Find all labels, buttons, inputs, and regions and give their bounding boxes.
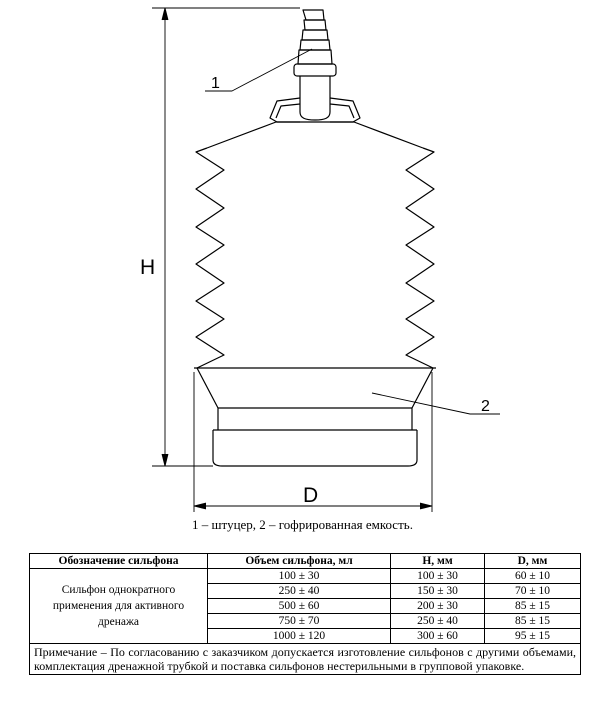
callout-2: 2 [481, 398, 490, 415]
cell-volume: 250 ± 40 [207, 583, 391, 599]
cell-h: 300 ± 60 [390, 628, 485, 644]
spec-table: Обозначение сильфона Объем сильфона, мл … [29, 553, 581, 675]
cell-volume: 750 ± 70 [207, 613, 391, 629]
cell-d: 60 ± 10 [484, 568, 581, 584]
cell-volume: 1000 ± 120 [207, 628, 391, 644]
bellows-body [195, 147, 435, 369]
table-row: 1000 ± 120 300 ± 60 95 ± 15 [30, 628, 581, 644]
table-row: 500 ± 60 200 ± 30 85 ± 15 [30, 598, 581, 614]
cell-h: 150 ± 30 [390, 583, 485, 599]
product-name: Сильфон однократного применения для акти… [29, 568, 208, 644]
cell-d: 85 ± 15 [484, 598, 581, 614]
dimension-d-label: D [303, 484, 318, 507]
table-note-row: Примечание – По согласованию с заказчико… [29, 643, 581, 675]
header-designation: Обозначение сильфона [29, 553, 208, 569]
header-h: Н, мм [390, 553, 485, 569]
cell-h: 250 ± 40 [390, 613, 485, 629]
figure-caption: 1 – штуцер, 2 – гофрированная емкость. [192, 517, 413, 532]
header-volume: Объем сильфона, мл [207, 553, 391, 569]
callout-1: 1 [211, 75, 220, 92]
table-header-row: Обозначение сильфона Объем сильфона, мл … [29, 553, 581, 569]
table-note: Примечание – По согласованию с заказчико… [29, 643, 581, 675]
cell-h: 200 ± 30 [390, 598, 485, 614]
header-d: D, мм [484, 553, 581, 569]
leaders [205, 48, 500, 415]
cell-volume: 100 ± 30 [207, 568, 391, 584]
cell-d: 95 ± 15 [484, 628, 581, 644]
bellows-base [194, 367, 436, 467]
bellows-drawing: 1 2 H D [140, 7, 500, 512]
dimension-d [193, 372, 433, 512]
table-row: Сильфон однократного применения для акти… [29, 568, 581, 644]
nozzle [269, 9, 361, 123]
cell-d: 70 ± 10 [484, 583, 581, 599]
cell-d: 85 ± 15 [484, 613, 581, 629]
dimension-h [152, 7, 300, 467]
cell-volume: 500 ± 60 [207, 598, 391, 614]
dimension-h-label: H [140, 256, 155, 279]
cell-h: 100 ± 30 [390, 568, 485, 584]
